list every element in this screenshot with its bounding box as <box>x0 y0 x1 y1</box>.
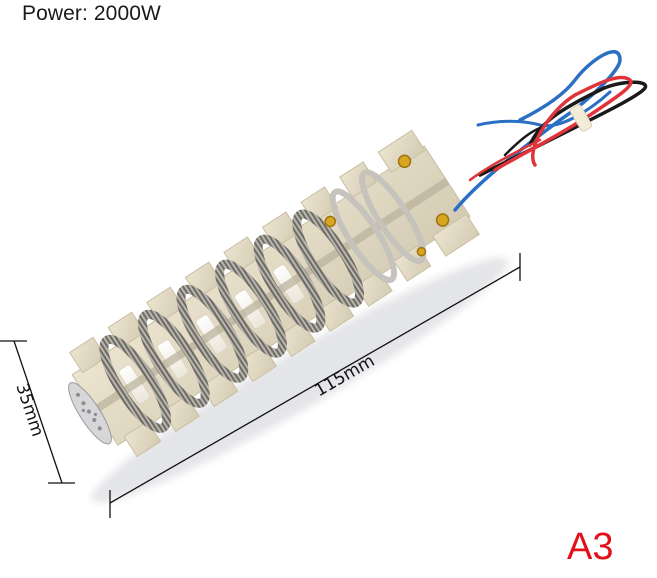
product-shadow <box>91 257 509 503</box>
mesh-end-cap <box>68 382 112 445</box>
length-dimension-line <box>109 253 521 518</box>
power-rating-label: Power: 2000W <box>22 2 161 25</box>
lead-wires <box>453 50 648 212</box>
cable-tie <box>569 104 593 132</box>
width-dimension-line <box>0 340 75 484</box>
heating-element <box>68 129 481 458</box>
variant-code-label: A3 <box>567 526 614 568</box>
